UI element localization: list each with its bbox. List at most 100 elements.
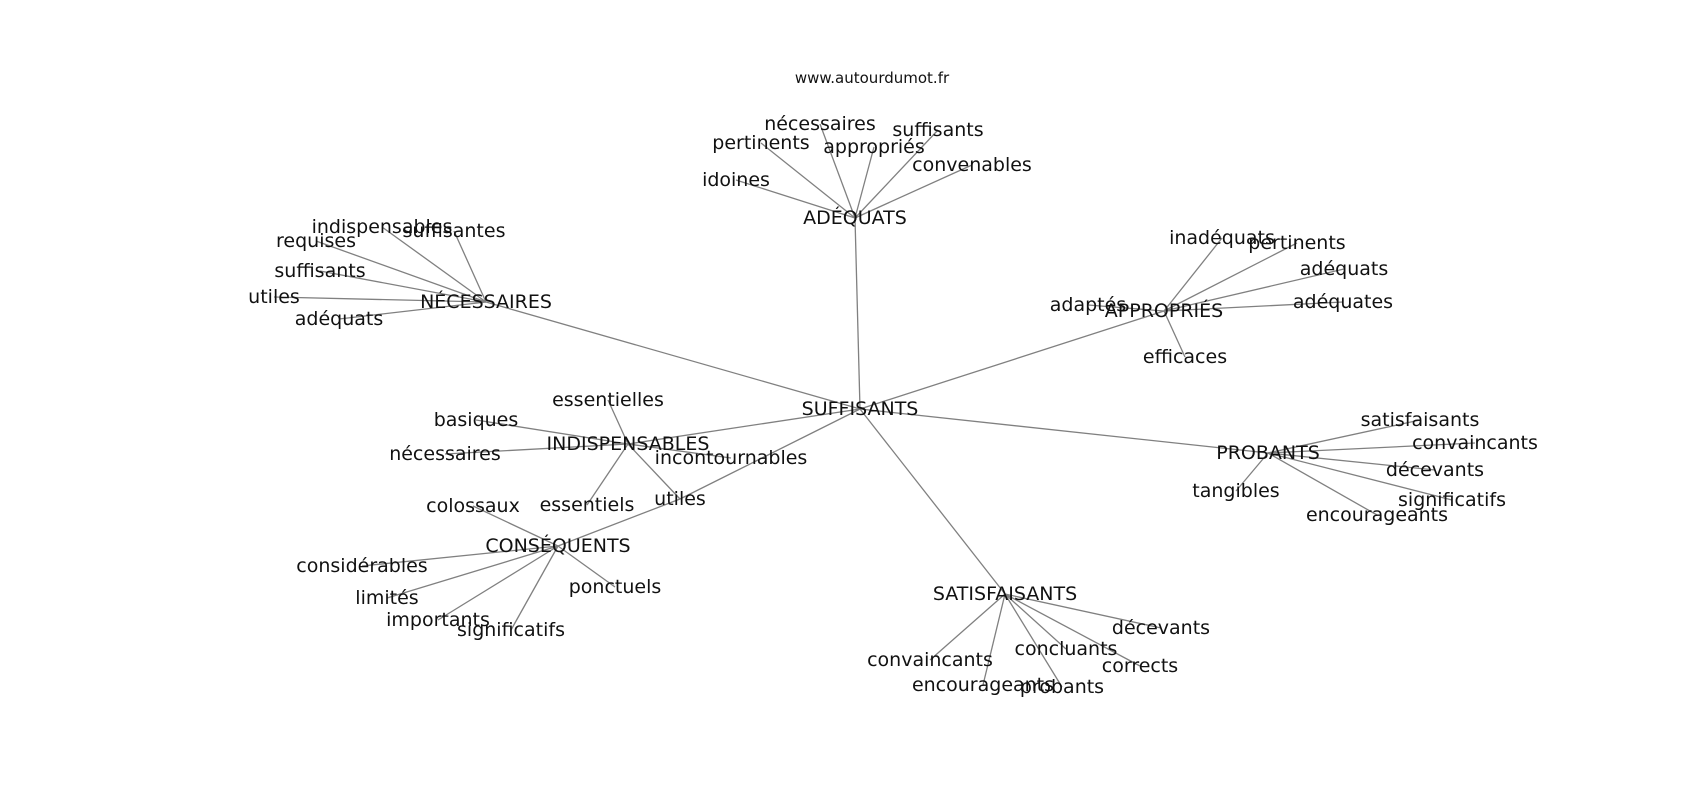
edge-satisfaisants-sa_concluants [1004, 593, 1067, 650]
edge-probants-pr_convaincants [1267, 442, 1476, 454]
node-probants: PROBANTS [1216, 442, 1320, 464]
node-in-necessaires: nécessaires [389, 443, 501, 465]
node-pr-tangibles: tangibles [1192, 480, 1279, 502]
node-in-essentiels: essentiels [540, 494, 635, 516]
edge-adequats-ad_necessaires [819, 123, 856, 219]
edge-suffisants-appropries [859, 310, 1165, 410]
node-necessaires: NÉCESSAIRES [420, 290, 552, 313]
node-appropries: APPROPRIÉS [1105, 299, 1223, 322]
node-sa-encourageants: encourageants [912, 674, 1054, 696]
node-ne-requises: requises [276, 230, 356, 252]
edge-necessaires-ne_indispensables [381, 226, 487, 303]
edge-necessaires-ne_requises [315, 240, 487, 303]
edge-probants-pr_decevants [1267, 452, 1436, 471]
node-indispensables: INDISPENSABLES [547, 433, 710, 455]
edge-appropries-ap_adequates [1163, 301, 1344, 312]
node-ne-utiles: utiles [248, 286, 300, 308]
node-co-ponctuels: ponctuels [569, 576, 662, 598]
edge-appropries-ap_adequats [1163, 268, 1345, 312]
edge-indispensables-in_essentielles [607, 399, 629, 445]
edge-consequents-co_importants [437, 545, 559, 621]
node-pr-convaincants: convaincants [1412, 432, 1538, 454]
edge-suffisants-satisfaisants [859, 408, 1006, 595]
edge-satisfaisants-sa_decevants [1004, 593, 1162, 629]
edge-adequats-ad_convenables [854, 164, 973, 219]
edge-adequats-ad_pertinents [760, 142, 856, 219]
edge-probants-pr_satisfaisants [1267, 419, 1421, 454]
node-satisfaisants: SATISFAISANTS [933, 583, 1077, 605]
edge-indispensables-in_necessaires [444, 443, 629, 455]
node-pr-significatifs: significatifs [1398, 489, 1506, 511]
node-ne-adequats: adéquats [295, 308, 384, 330]
node-co-importants: importants [386, 609, 490, 631]
node-adequats: ADÉQUATS [803, 206, 907, 229]
edge-indispensables-utiles_c [627, 443, 681, 500]
edge-appropries-ap_adaptes [1087, 304, 1165, 312]
edge-necessaires-ne_suffisantes [453, 230, 487, 303]
edge-satisfaisants-sa_probants [1004, 593, 1063, 688]
node-ad-suffisants: suffisants [892, 119, 983, 141]
edge-satisfaisants-sa_corrects [1004, 593, 1141, 667]
node-sa-concluants: concluants [1015, 638, 1118, 660]
edge-probants-pr_encourageants [1267, 452, 1378, 516]
edge-indispensables-in_incontournables [627, 443, 732, 459]
edge-appropries-ap_efficaces [1163, 310, 1186, 358]
node-in-basiques: basiques [434, 409, 519, 431]
edge-probants-pr_significatifs [1267, 452, 1453, 501]
node-ap-adequats: adéquats [1300, 258, 1389, 280]
edge-appropries-ap_inadequats [1163, 237, 1223, 312]
node-sa-corrects: corrects [1102, 655, 1178, 677]
edge-suffisants-indispensables [627, 408, 861, 445]
edge-necessaires-ne_adequats [338, 301, 487, 320]
node-utiles-c: utiles [654, 488, 706, 510]
node-ap-adaptes: adaptés [1050, 294, 1126, 316]
edge-suffisants-probants [859, 408, 1269, 454]
node-in-incontournables: incontournables [655, 447, 808, 469]
edge-satisfaisants-sa_convaincants [929, 593, 1006, 661]
graph-edges [273, 123, 1476, 688]
node-sa-convaincants: convaincants [867, 649, 993, 671]
edge-satisfaisants-sa_encourageants [982, 593, 1006, 686]
node-ap-inadequats: inadéquats [1169, 227, 1275, 249]
edge-indispensables-in_basiques [475, 419, 629, 445]
node-pr-satisfaisants: satisfaisants [1361, 409, 1480, 431]
edge-adequats-ad_appropries [854, 146, 875, 219]
edge-adequats-ad_suffisants [854, 129, 939, 219]
node-in-essentielles: essentielles [552, 389, 664, 411]
node-ad-convenables: convenables [912, 154, 1032, 176]
node-ad-necessaires: nécessaires [764, 113, 876, 135]
node-ad-appropries: appropriés [823, 136, 925, 158]
edge-necessaires-ne_utiles [273, 296, 487, 303]
node-consequents: CONSÉQUENTS [485, 534, 630, 557]
node-co-colossaux: colossaux [426, 495, 520, 517]
node-ap-efficaces: efficaces [1143, 346, 1227, 368]
edge-consequents-co_considerables [361, 545, 559, 567]
edge-suffisants-necessaires [485, 301, 861, 410]
node-ad-idoines: idoines [702, 169, 770, 191]
node-ap-adequates: adéquates [1293, 291, 1393, 313]
edge-utiles_c-consequents [557, 498, 681, 547]
node-ne-suffisantes: suffisantes [403, 220, 506, 242]
node-sa-probants: probants [1020, 676, 1104, 698]
node-co-significatifs: significatifs [457, 619, 565, 641]
node-ne-indispensables: indispensables [312, 216, 453, 238]
edge-consequents-co_colossaux [472, 505, 559, 547]
node-ne-suffisants: suffisants [274, 260, 365, 282]
node-co-considerables: considérables [296, 555, 427, 577]
edge-appropries-ap_pertinents [1163, 242, 1298, 312]
edge-consequents-co_significatifs [510, 545, 559, 631]
edge-indispensables-in_essentiels [586, 443, 629, 506]
node-ad-pertinents: pertinents [712, 132, 809, 154]
edge-suffisants-utiles_c [679, 408, 861, 500]
node-sa-decevants: décevants [1112, 617, 1210, 639]
source-watermark: www.autourdumot.fr [795, 69, 950, 87]
edge-consequents-co_ponctuels [557, 545, 616, 588]
node-co-limites: limités [355, 587, 418, 609]
edge-probants-pr_tangibles [1235, 452, 1269, 492]
edge-suffisants-adequats [854, 217, 861, 410]
edge-consequents-co_limites [386, 545, 559, 599]
node-ap-pertinents: pertinents [1248, 232, 1345, 254]
node-pr-encourageants: encourageants [1306, 504, 1448, 526]
